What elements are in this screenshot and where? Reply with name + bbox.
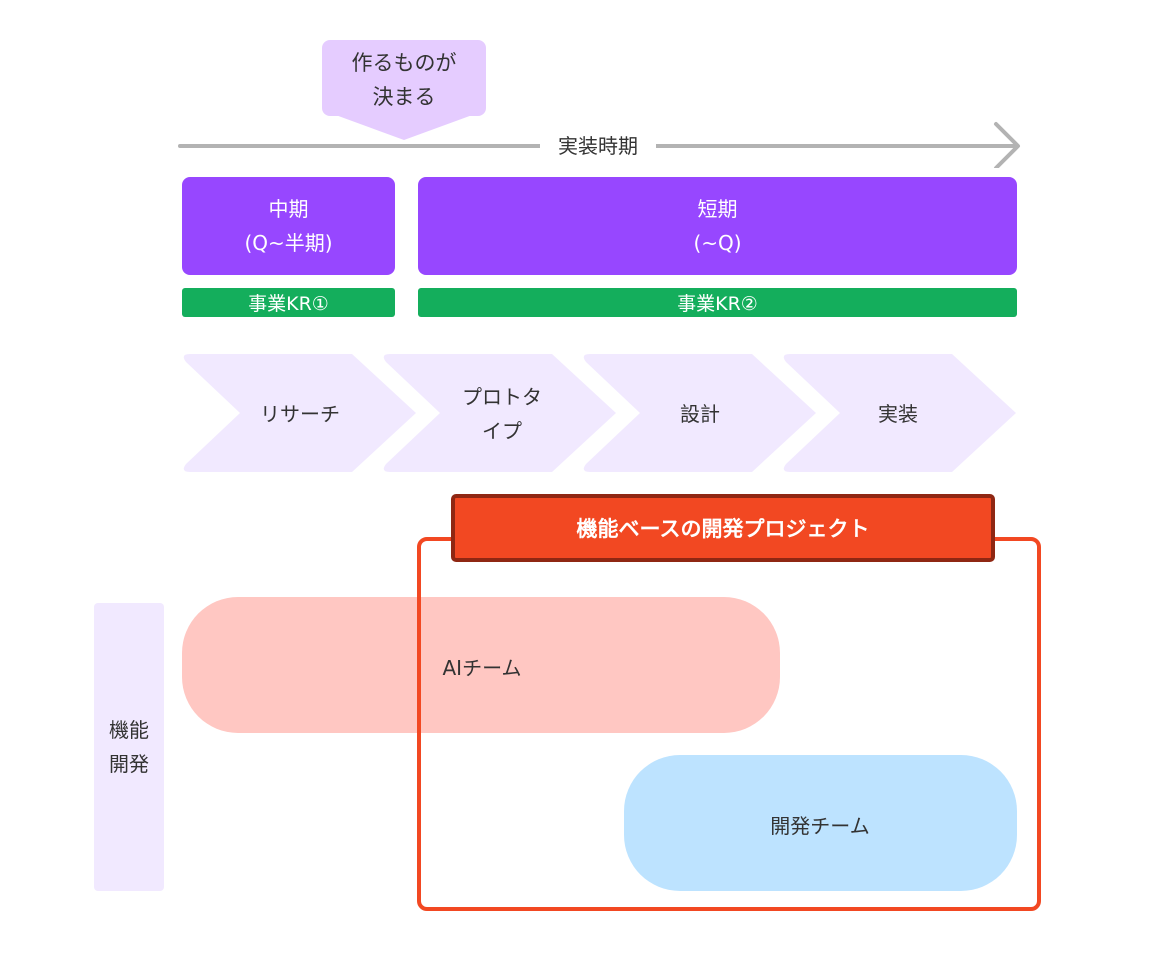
callout-pointer xyxy=(322,110,486,140)
period-mid-term: 中期 (Q~半期) xyxy=(182,177,395,275)
project-frame xyxy=(417,537,1041,911)
period-short-term-label: 短期 (~Q) xyxy=(693,197,742,255)
period-mid-term-label: 中期 (Q~半期) xyxy=(244,197,333,255)
kr-bar-1-label: 事業KR① xyxy=(248,293,329,315)
phase-chevron-research xyxy=(183,354,416,472)
kr-bar-1: 事業KR① xyxy=(182,288,395,317)
dev-team-label: 開発チーム xyxy=(770,813,870,838)
phase-chevron-implementation xyxy=(783,354,1016,472)
phase-label-design: 設計 xyxy=(680,402,720,426)
kr-bar-2: 事業KR② xyxy=(418,288,1017,317)
phase-label-research: リサーチ xyxy=(260,402,340,426)
callout-pointer-shape xyxy=(322,110,486,140)
project-title: 機能ベースの開発プロジェクト xyxy=(451,494,995,562)
phase-label-prototype: プロトタ イプ xyxy=(462,385,542,443)
ai-team-label: AIチーム xyxy=(442,655,522,680)
ai-team-lane xyxy=(182,597,780,733)
feature-development-label: 機能 開発 xyxy=(94,603,164,891)
decision-callout: 作るものが 決まる xyxy=(322,40,486,116)
decision-callout-text: 作るものが 決まる xyxy=(351,51,457,109)
timeline-label: 実装時期 xyxy=(540,128,656,160)
phase-label-implementation: 実装 xyxy=(878,402,918,426)
phase-chevron-prototype xyxy=(383,354,616,472)
timeline-arrowhead xyxy=(994,122,1020,168)
period-short-term: 短期 (~Q) xyxy=(418,177,1017,275)
kr-bar-2-label: 事業KR② xyxy=(677,293,758,315)
phase-chevrons xyxy=(183,354,1016,472)
dev-team-lane xyxy=(624,755,1017,891)
phase-chevron-design xyxy=(583,354,816,472)
